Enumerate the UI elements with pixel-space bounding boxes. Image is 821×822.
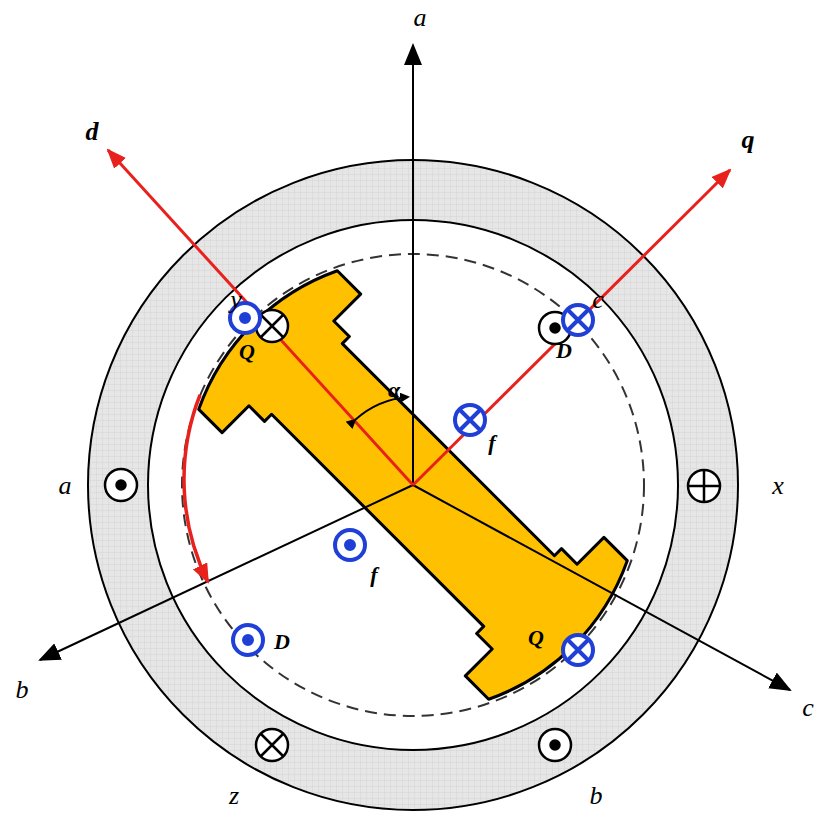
phase-label: x [772,473,784,499]
axis-label: d [86,119,99,145]
phase-label: y [230,287,242,313]
winding-label: f [488,432,495,454]
axis-label: b [16,677,29,703]
winding-label: D [274,631,290,653]
axis-label: a [414,5,427,31]
phase-label: b [590,783,603,809]
phase-label: z [229,783,239,809]
winding-label: Q [239,341,255,363]
phase-label: a [59,473,72,499]
winding-label: D [556,340,572,362]
phase-label: c [592,287,604,313]
axis-label: c [802,695,814,721]
axis-label: q [742,127,755,153]
angle-label: α [388,379,400,401]
winding-label: f [370,564,377,586]
winding-label: Q [528,627,544,649]
